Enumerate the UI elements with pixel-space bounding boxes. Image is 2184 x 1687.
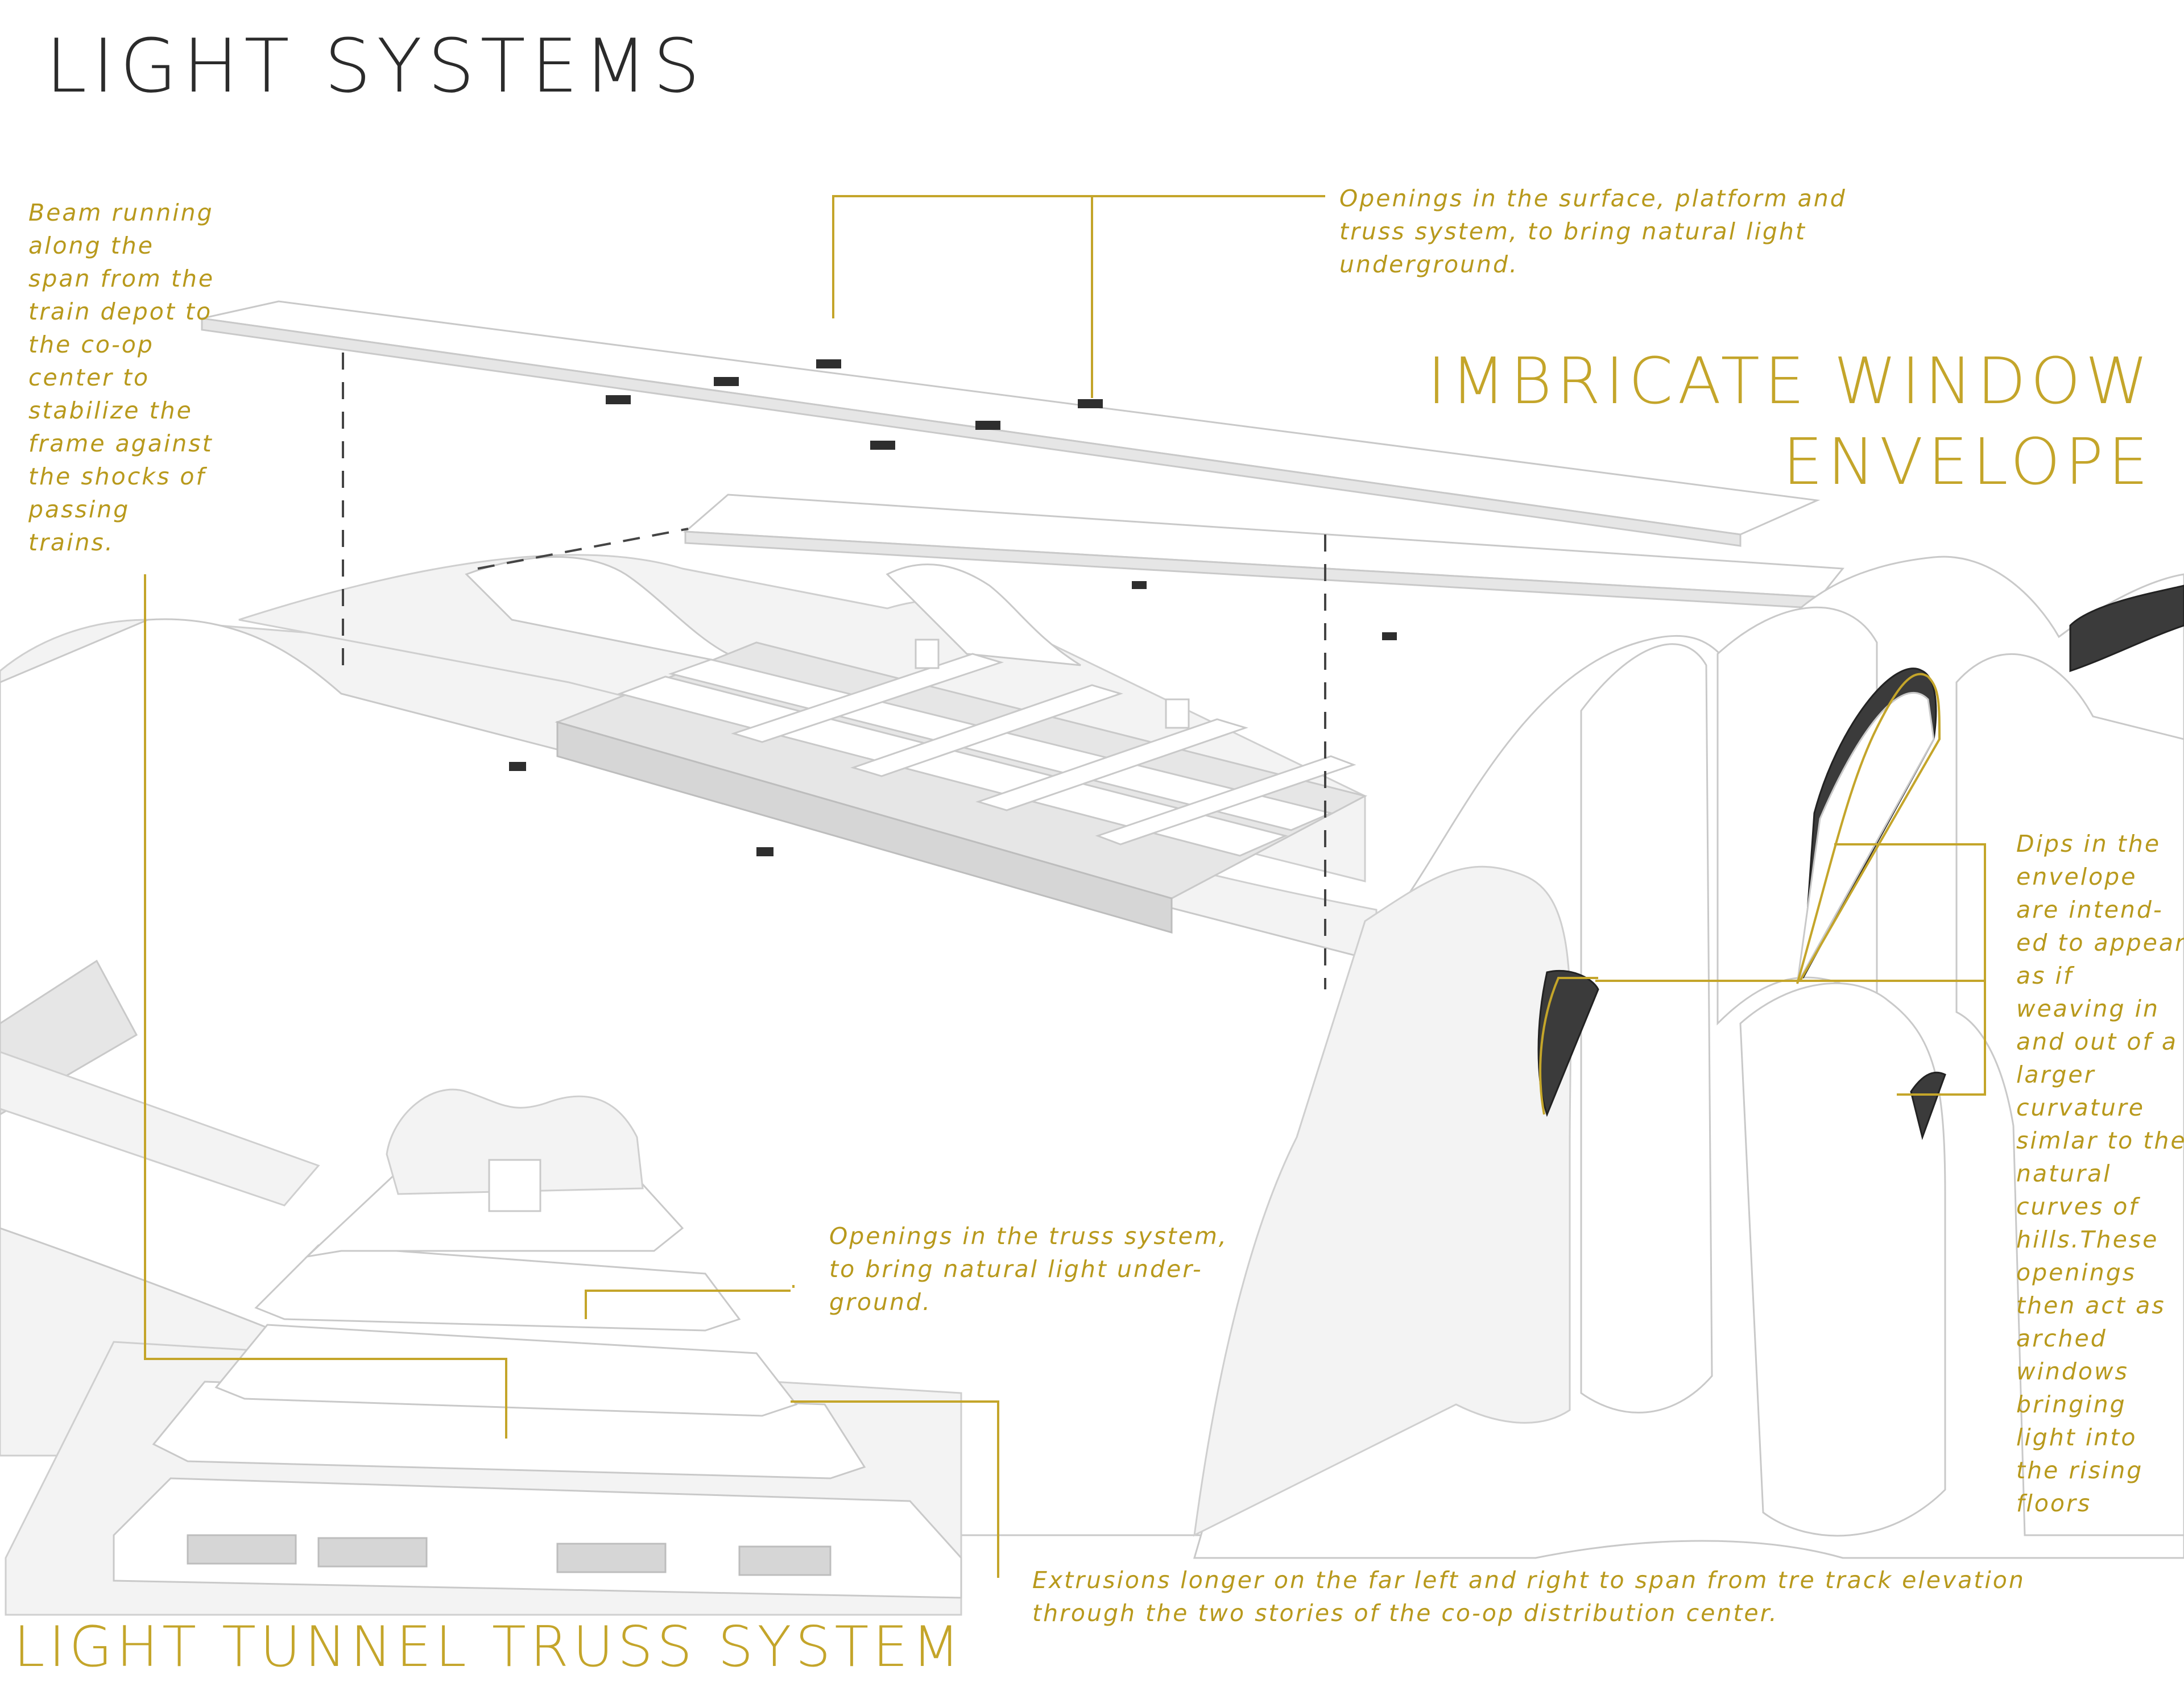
- extrusions-annotation: Extrusions longer on the far left and ri…: [1032, 1566, 2025, 1627]
- leader-lines: [144, 195, 1986, 1578]
- imbricate-heading-line2: ENVELOPE: [1782, 425, 2153, 499]
- page-title: LIGHT SYSTEMS: [46, 23, 706, 109]
- projection-lines: [342, 353, 1326, 989]
- truss-grid: [509, 639, 1368, 934]
- imbricate-heading-line1: IMBRICATE WINDOW: [1427, 345, 2153, 418]
- surface-slab: [201, 300, 1821, 547]
- surface-openings-annotation: Openings in the surface, platform and tr…: [1339, 185, 1847, 278]
- platform-slab: [683, 494, 1844, 640]
- imbricate-window-heading: IMBRICATE WINDOW ENVELOPE: [1428, 341, 2153, 503]
- window-envelope: [1193, 556, 2184, 1559]
- envelope-dips-annotation: Dips in the envelope are intend- ed to a…: [2016, 830, 2184, 1517]
- truss-openings-annotation: Openings in the truss system, to bring n…: [829, 1222, 1228, 1316]
- light-tunnel-truss-heading: LIGHT TUNNEL TRUSS SYSTEM: [14, 1615, 964, 1680]
- beam-annotation: Beam running along the span from the tra…: [28, 199, 215, 556]
